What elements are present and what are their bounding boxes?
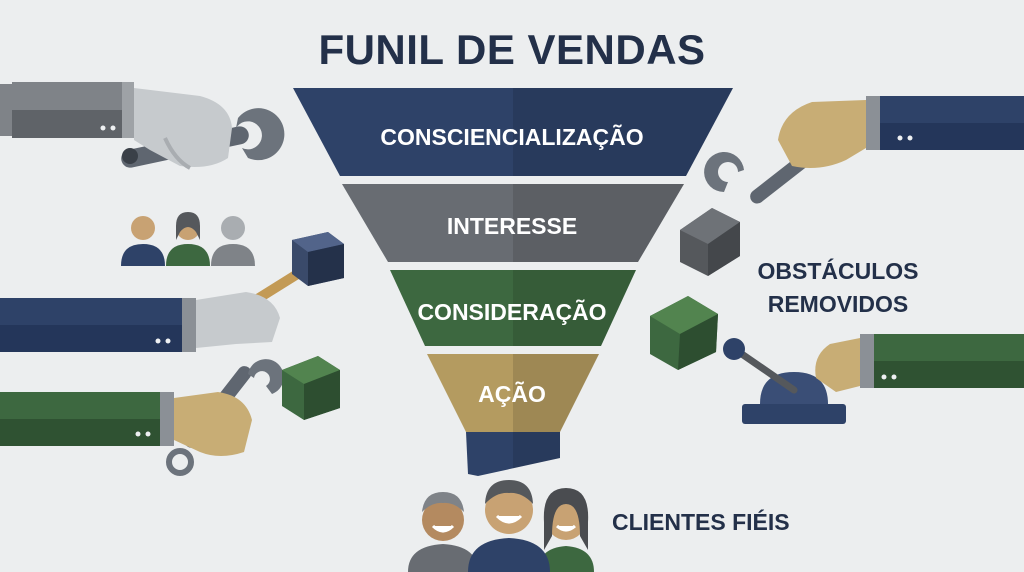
- cube-icon: [680, 208, 740, 276]
- sales-funnel: [293, 88, 733, 476]
- stage-label-awareness: CONSCIENCIALIZAÇÃO: [380, 124, 644, 150]
- stage-label-consideration: CONSIDERAÇÃO: [417, 299, 607, 325]
- obstacles-label: OBSTÁCULOS REMOVIDOS: [728, 255, 948, 321]
- customers-icon: [408, 480, 594, 572]
- right-arm-wrench: [680, 96, 1024, 276]
- customers-label: CLIENTES FIÉIS: [612, 509, 790, 535]
- stage-label-interest: INTERESSE: [446, 213, 578, 239]
- lever-icon: [723, 338, 846, 424]
- people-icon: [121, 212, 255, 266]
- page-title: FUNIL DE VENDAS: [318, 26, 706, 73]
- left-arm-green: [0, 356, 340, 476]
- obstacles-label-line1: OBSTÁCULOS: [757, 258, 919, 284]
- left-arm-hammer: [0, 232, 344, 352]
- left-arm-wrench: [0, 82, 285, 170]
- obstacles-label-line2: REMOVIDOS: [767, 291, 909, 317]
- cube-icon: [282, 356, 340, 420]
- cube-icon: [650, 296, 718, 370]
- right-arm-lever: [723, 334, 1024, 424]
- stage-label-action: AÇÃO: [478, 381, 546, 407]
